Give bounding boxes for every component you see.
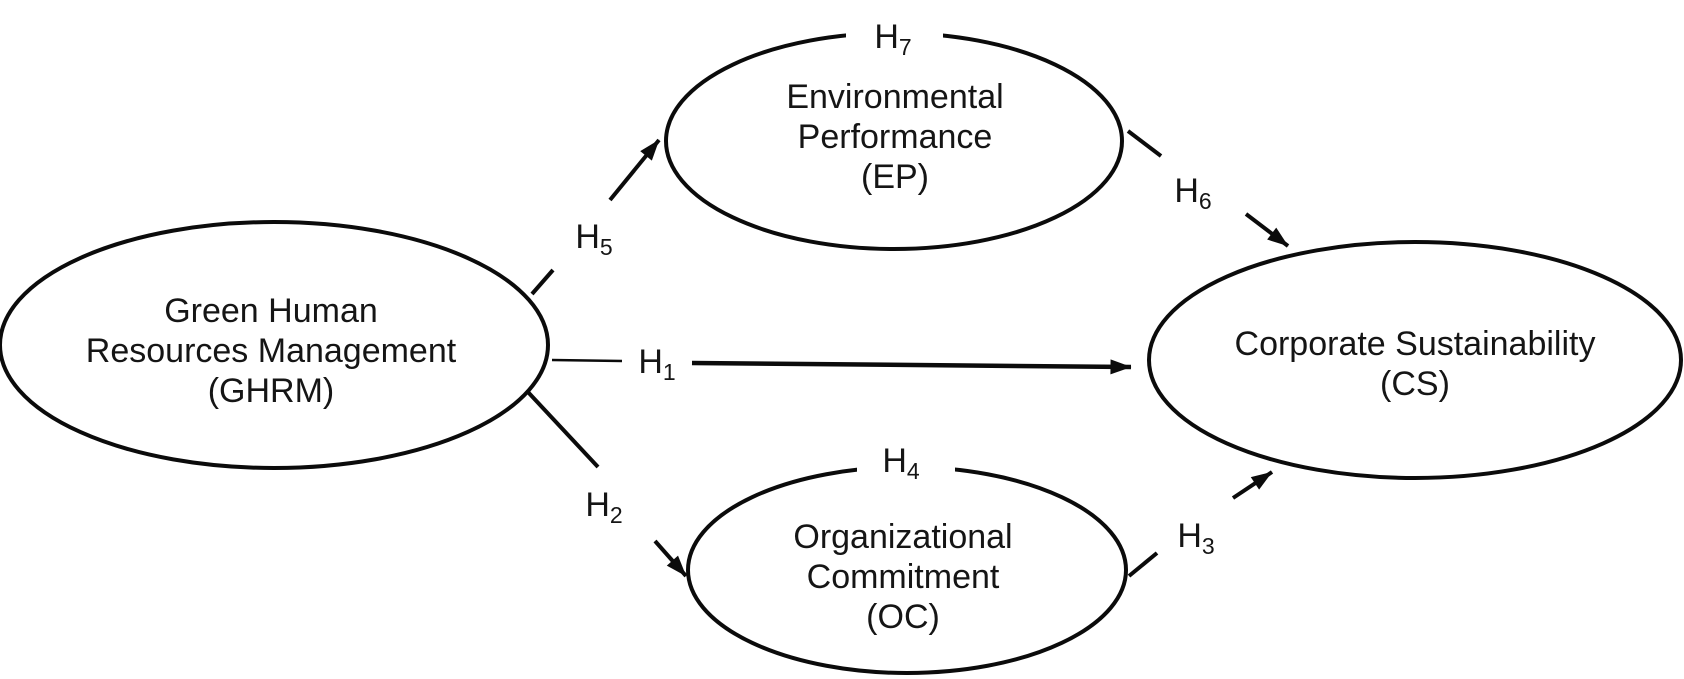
node-ep-label-line1: Environmental — [786, 78, 1003, 116]
node-oc-label: Organizational Commitment (OC) — [793, 518, 1012, 636]
edge-h3-segment-start — [1127, 551, 1159, 578]
label-h4-sub: 4 — [907, 458, 920, 484]
node-oc-label-line1: Organizational — [793, 518, 1012, 556]
label-h6-base: H — [1174, 172, 1199, 210]
label-h7: H7 — [874, 18, 911, 60]
label-h2-base: H — [585, 486, 610, 524]
label-h5-base: H — [575, 218, 600, 256]
edge-h2-arrow — [653, 539, 688, 578]
node-ghrm-label-line3: (GHRM) — [208, 372, 335, 410]
node-ghrm-label: Green Human Resources Management (GHRM) — [86, 292, 457, 410]
node-cs-label-line2: (CS) — [1380, 365, 1450, 403]
label-h5-sub: 5 — [600, 234, 613, 260]
edge-h5-arrow — [608, 138, 661, 202]
oc-outline-gap — [857, 432, 955, 478]
label-h6: H6 — [1174, 172, 1211, 214]
node-oc-label-line2: Commitment — [807, 558, 1000, 596]
edge-h6-segment-start — [1126, 129, 1163, 158]
node-ghrm-label-line2: Resources Management — [86, 332, 457, 370]
edge-h5-segment-start — [530, 268, 555, 296]
ep-outline-gap — [846, 10, 943, 56]
label-h2-sub: 2 — [610, 502, 623, 528]
node-cs-label-line1: Corporate Sustainability — [1235, 325, 1596, 363]
edge-h2-segment-start — [525, 389, 600, 469]
node-oc-label-line3: (OC) — [866, 598, 940, 636]
label-h7-sub: 7 — [899, 34, 912, 60]
label-h3-base: H — [1177, 517, 1202, 555]
label-h5: H5 — [575, 218, 612, 260]
edge-h6-arrow — [1244, 212, 1290, 248]
label-h6-sub: 6 — [1199, 188, 1212, 214]
label-h1-base: H — [638, 343, 663, 381]
node-ep-label-line3: (EP) — [861, 158, 929, 196]
node-ep-label: Environmental Performance (EP) — [786, 78, 1003, 196]
node-ghrm-label-line1: Green Human — [164, 292, 378, 330]
edge-h1-arrow — [691, 359, 1132, 375]
label-h4: H4 — [882, 442, 920, 484]
node-ghrm-ellipse — [0, 220, 550, 470]
node-ep-label-line2: Performance — [798, 118, 993, 156]
label-h1: H1 — [638, 343, 675, 385]
label-h4-base: H — [882, 442, 907, 480]
edge-h3-arrow — [1231, 470, 1274, 500]
label-h3-sub: 3 — [1202, 533, 1215, 559]
label-h7-base: H — [874, 18, 899, 56]
node-cs-label: Corporate Sustainability (CS) — [1235, 325, 1596, 403]
edge-h1-segment-start — [551, 358, 623, 363]
node-cs-ellipse — [1147, 240, 1683, 480]
label-h3: H3 — [1177, 517, 1214, 559]
label-h2: H2 — [585, 486, 622, 528]
label-h1-sub: 1 — [663, 359, 676, 385]
